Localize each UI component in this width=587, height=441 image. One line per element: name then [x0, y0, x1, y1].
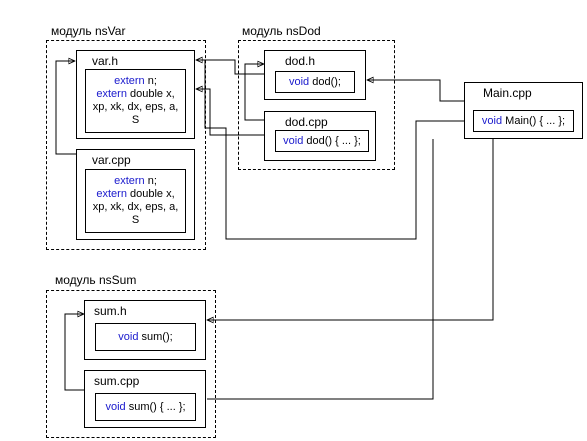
edge-sumcpp-to-main	[207, 139, 434, 400]
keyword: void	[118, 330, 139, 343]
sum-h-code: void sum();	[95, 323, 196, 351]
file-dod-h: dod.h void dod();	[264, 50, 366, 100]
file-sum-h-name: sum.h	[94, 304, 127, 318]
dod-cpp-code: void dod() { ... };	[275, 130, 369, 152]
code-text: n;	[144, 75, 157, 87]
var-cpp-code: extern n; extern double x, xp, xk, dx, e…	[85, 169, 186, 233]
code-text: n;	[144, 175, 157, 187]
keyword: extern	[96, 88, 127, 100]
file-main-cpp: Main.cpp void Main() { ... };	[464, 82, 583, 139]
module-nssum	[46, 290, 216, 438]
edge-main-to-sumh	[207, 139, 494, 320]
code-text: sum() { ... };	[125, 400, 186, 413]
code-text: xp, xk, dx, eps, a,	[92, 201, 179, 213]
file-sum-h: sum.h void sum();	[84, 300, 206, 360]
file-sum-cpp-name: sum.cpp	[94, 374, 140, 388]
var-h-code: extern n; extern double x, xp, xk, dx, e…	[85, 69, 186, 133]
edge-varcpp-to-varh	[55, 61, 76, 155]
code-text: S	[131, 114, 140, 126]
edge-dodcpp-to-dodh	[244, 64, 264, 121]
module-nsdod-title: модуль nsDod	[242, 24, 321, 38]
file-dod-cpp: dod.cpp void dod() { ... };	[264, 111, 376, 161]
file-var-cpp-name: var.cpp	[92, 153, 131, 167]
code-text: dod();	[309, 75, 341, 88]
edge-dodcpp-to-varh	[196, 89, 264, 136]
file-main-cpp-name: Main.cpp	[483, 86, 532, 100]
module-nssum-title: модуль nsSum	[55, 273, 137, 287]
main-cpp-code: void Main() { ... };	[473, 110, 574, 132]
code-text: double x,	[126, 188, 175, 200]
keyword: void	[289, 75, 310, 88]
file-var-h: var.h extern n; extern double x, xp, xk,…	[76, 50, 195, 139]
dod-h-code: void dod();	[275, 71, 355, 93]
code-text: xp, xk, dx, eps, a,	[92, 101, 179, 113]
code-text: sum();	[138, 330, 173, 343]
file-var-h-name: var.h	[92, 54, 119, 68]
keyword: void	[105, 400, 126, 413]
keyword: extern	[114, 75, 145, 87]
module-nsdod	[238, 40, 395, 170]
code-text: dod() { ... };	[303, 134, 361, 147]
module-nsvar	[46, 40, 206, 250]
file-sum-cpp: sum.cpp void sum() { ... };	[84, 370, 206, 428]
edge-sumcpp-to-sumh	[64, 314, 85, 391]
keyword: void	[481, 114, 503, 127]
keyword: extern	[114, 175, 145, 187]
file-dod-cpp-name: dod.cpp	[285, 115, 328, 129]
code-text: double x,	[126, 88, 175, 100]
file-dod-h-name: dod.h	[285, 54, 316, 68]
keyword: void	[283, 134, 304, 147]
file-var-cpp: var.cpp extern n; extern double x, xp, x…	[76, 149, 195, 240]
keyword: extern	[96, 188, 127, 200]
edge-dodh-to-varh	[196, 60, 264, 75]
code-text: Main() { ... };	[502, 114, 566, 127]
edge-main-to-dodh	[367, 80, 464, 102]
module-nsvar-title: модуль nsVar	[51, 24, 126, 38]
code-text: S	[131, 214, 140, 226]
sum-cpp-code: void sum() { ... };	[95, 393, 196, 421]
